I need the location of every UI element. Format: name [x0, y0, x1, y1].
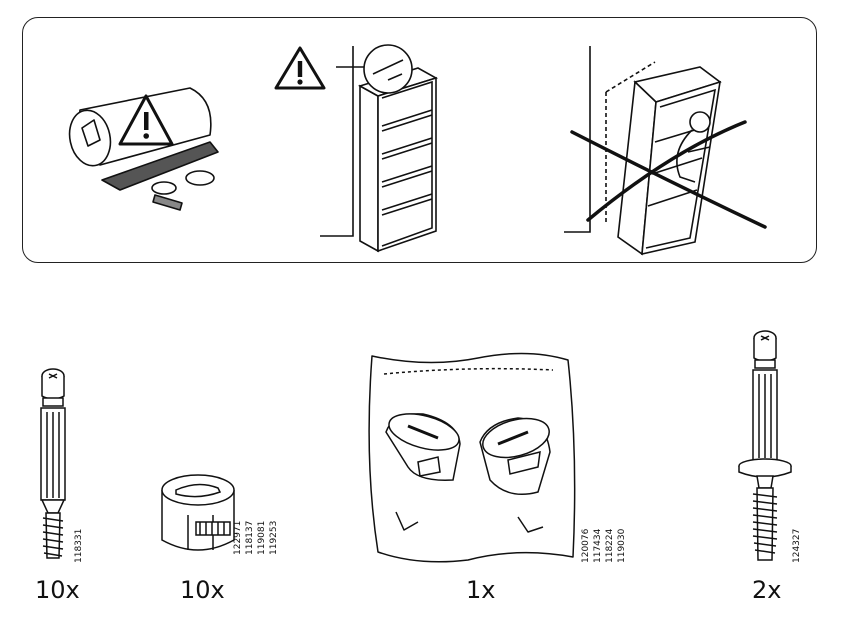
warning-triangle-icon	[274, 46, 326, 90]
cam-lock-icon	[385, 413, 461, 481]
part-code: 120076	[581, 528, 591, 563]
warning-triangle-icon	[118, 94, 174, 146]
spare-cam-lock-bag-illustration	[368, 352, 576, 563]
part-quantity: 1x	[466, 576, 496, 604]
part-code: 119030	[617, 528, 627, 563]
part-quantity: 2x	[752, 576, 782, 604]
part-code: 118224	[605, 528, 615, 563]
part-quantity: 10x	[35, 576, 80, 604]
cam-lock-icon	[479, 417, 551, 495]
part-code: 119081	[257, 520, 267, 555]
prohibited-cross-icon	[570, 120, 767, 229]
part-code: 122971	[233, 520, 243, 555]
shelf-connector-bolt-illustration	[738, 330, 792, 561]
warning-panel	[22, 17, 817, 263]
cam-lock-illustration	[161, 474, 235, 551]
part-code: 118331	[74, 528, 84, 563]
dowel-screw-illustration	[40, 368, 66, 559]
part-code: 118137	[245, 520, 255, 555]
wall-anchor-kit-illustration	[68, 87, 219, 211]
bookcase-warning-illustration	[274, 44, 439, 253]
part-code: 119253	[269, 520, 279, 555]
part-code: 124327	[792, 528, 802, 563]
part-quantity: 10x	[180, 576, 225, 604]
tipping-bookcase-prohibited-illustration	[564, 46, 767, 256]
part-code: 117434	[593, 528, 603, 563]
